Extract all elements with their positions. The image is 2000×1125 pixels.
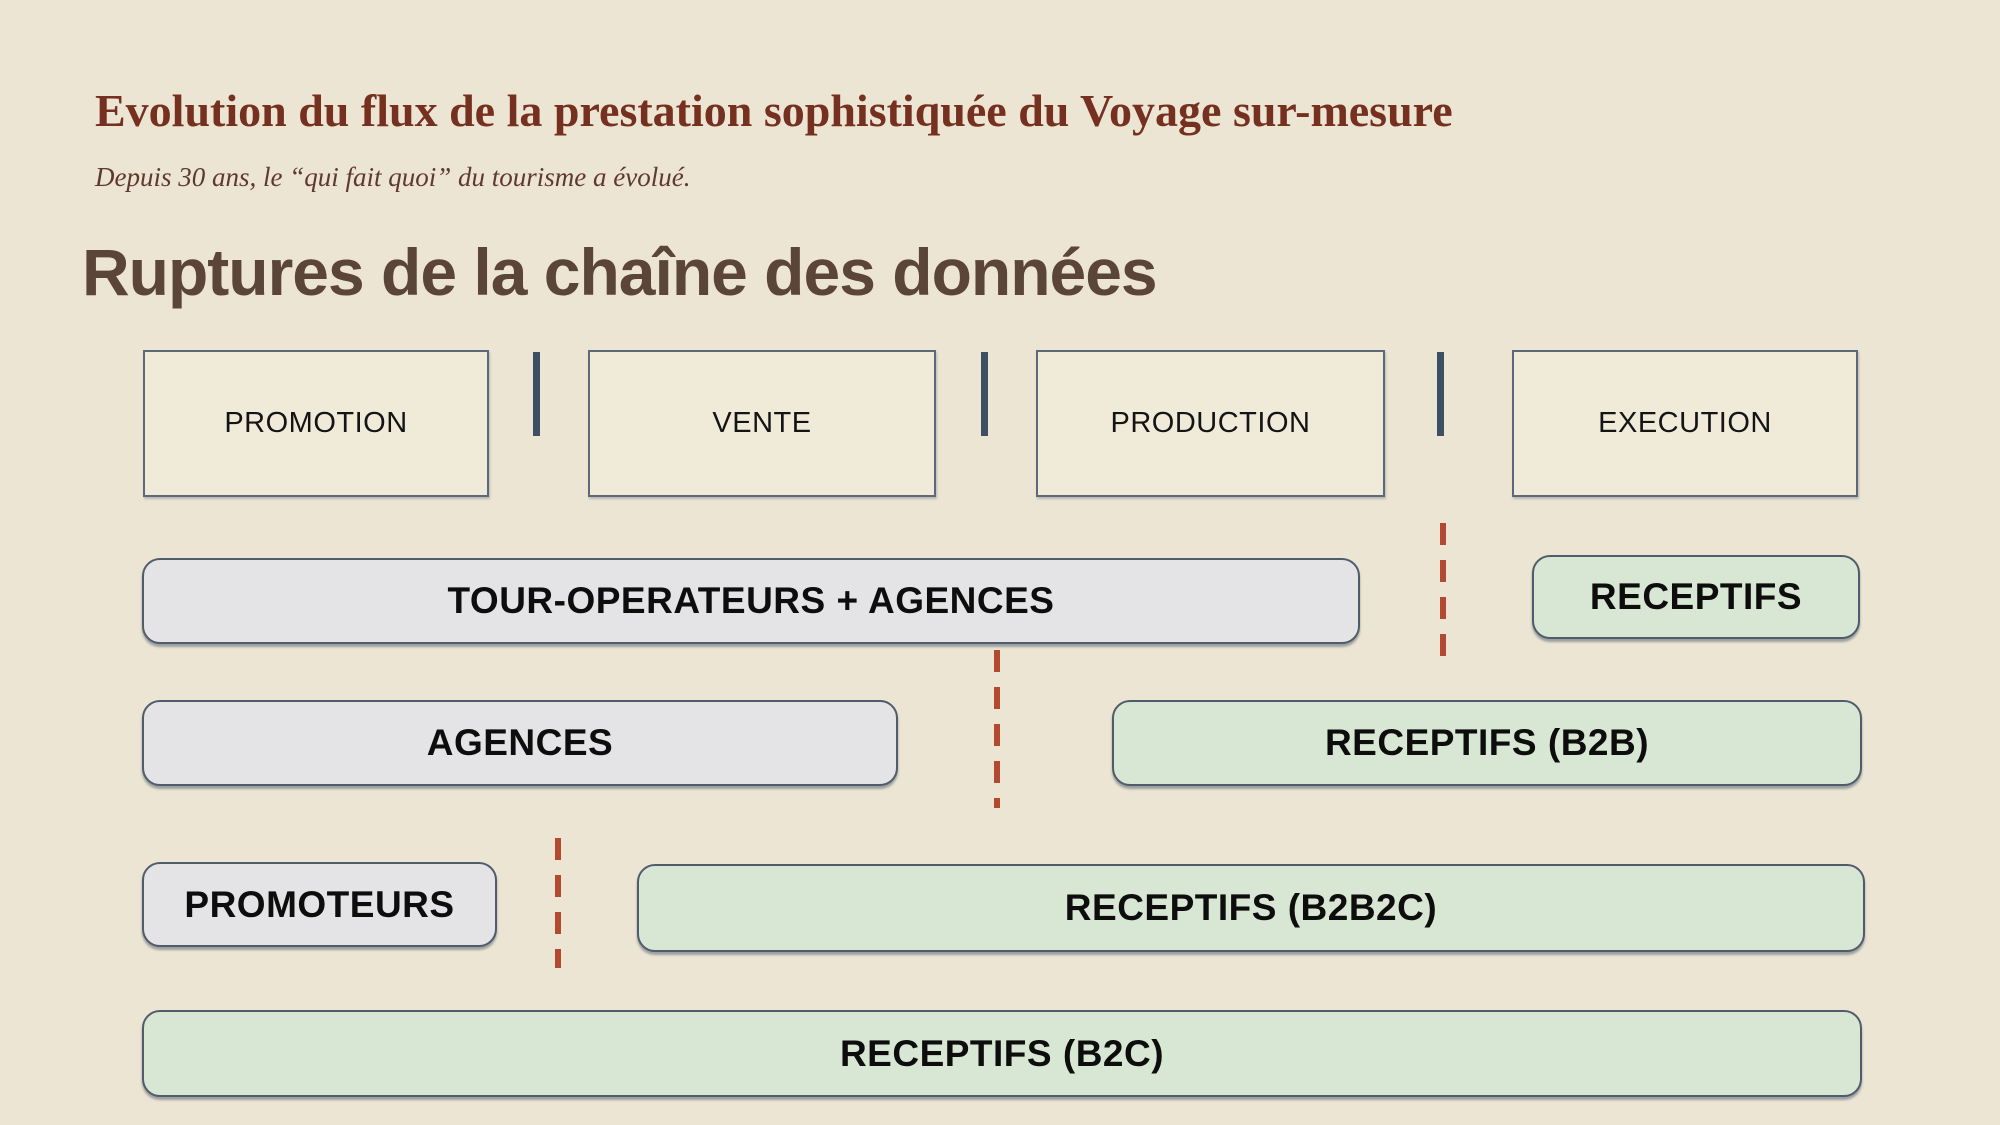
- stage-separator: [1437, 352, 1444, 436]
- box-receptifs-b2c: RECEPTIFS (B2C): [142, 1010, 1862, 1097]
- box-receptifs: RECEPTIFS: [1532, 555, 1860, 639]
- stage-box-promotion: PROMOTION: [143, 350, 489, 497]
- slide-subtitle: Depuis 30 ans, le “qui fait quoi” du tou…: [95, 162, 691, 192]
- slide-title: Evolution du flux de la prestation sophi…: [95, 85, 1453, 136]
- stage-box-production: PRODUCTION: [1036, 350, 1385, 497]
- rupture-dashed-line: [994, 650, 1000, 808]
- stage-separator: [533, 352, 540, 436]
- stage-box-execution: EXECUTION: [1512, 350, 1858, 497]
- box-tour-operateurs-agences: TOUR-OPERATEURS + AGENCES: [142, 558, 1360, 644]
- box-receptifs-b2b2c: RECEPTIFS (B2B2C): [637, 864, 1865, 952]
- section-heading: Ruptures de la chaîne des données: [82, 235, 1158, 309]
- stage-box-vente: VENTE: [588, 350, 936, 497]
- box-receptifs-b2b: RECEPTIFS (B2B): [1112, 700, 1862, 786]
- stage-separator: [981, 352, 988, 436]
- box-agences: AGENCES: [142, 700, 898, 786]
- rupture-dashed-line: [1440, 523, 1446, 659]
- rupture-dashed-line: [555, 838, 561, 968]
- box-promoteurs: PROMOTEURS: [142, 862, 497, 947]
